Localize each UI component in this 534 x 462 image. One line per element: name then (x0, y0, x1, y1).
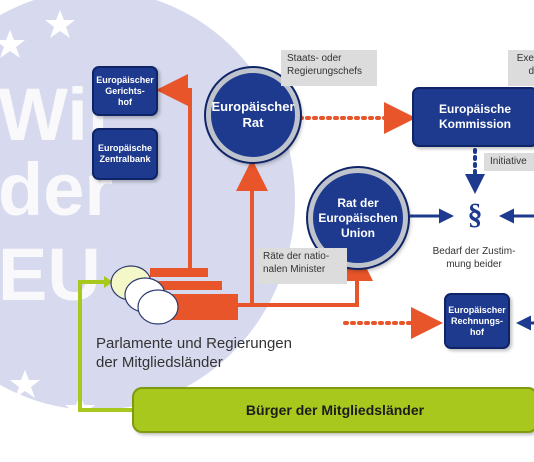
parliament-bar-2 (150, 281, 222, 290)
zentralbank-box[interactable]: Europäische Zentralbank (92, 128, 158, 180)
staatschefs-label: Staats- oder Regierungschefs (281, 50, 377, 86)
parlamente-label: Parlamente und Regierungen der Mitglieds… (96, 335, 292, 371)
citizen-line (78, 280, 140, 412)
gerichtshof-box[interactable]: Europäischer Gerichts- hof (92, 66, 158, 116)
parliament-discs (110, 265, 179, 325)
raete-label: Räte der natio- nalen Minister (257, 248, 347, 284)
exekutive-label: Exe d (508, 50, 534, 86)
arrow-to-gerichtshof (156, 74, 192, 268)
watermark-line-3: EU (0, 233, 101, 316)
parliament-bar-1 (150, 268, 208, 277)
buerger-box[interactable]: Bürger der Mitgliedsländer (132, 387, 534, 433)
citizen-arrowhead (104, 276, 113, 288)
rechnungshof-box[interactable]: Europäischer Rechnungs- hof (444, 293, 510, 349)
initiative-label: Initiative (484, 153, 534, 171)
bedarf-label: Bedarf der Zustim- mung beider (432, 246, 516, 270)
paragraph-symbol: § (467, 198, 483, 231)
arrow-to-rat-eu (238, 249, 373, 307)
kommission-box[interactable]: Europäische Kommission (412, 87, 534, 147)
